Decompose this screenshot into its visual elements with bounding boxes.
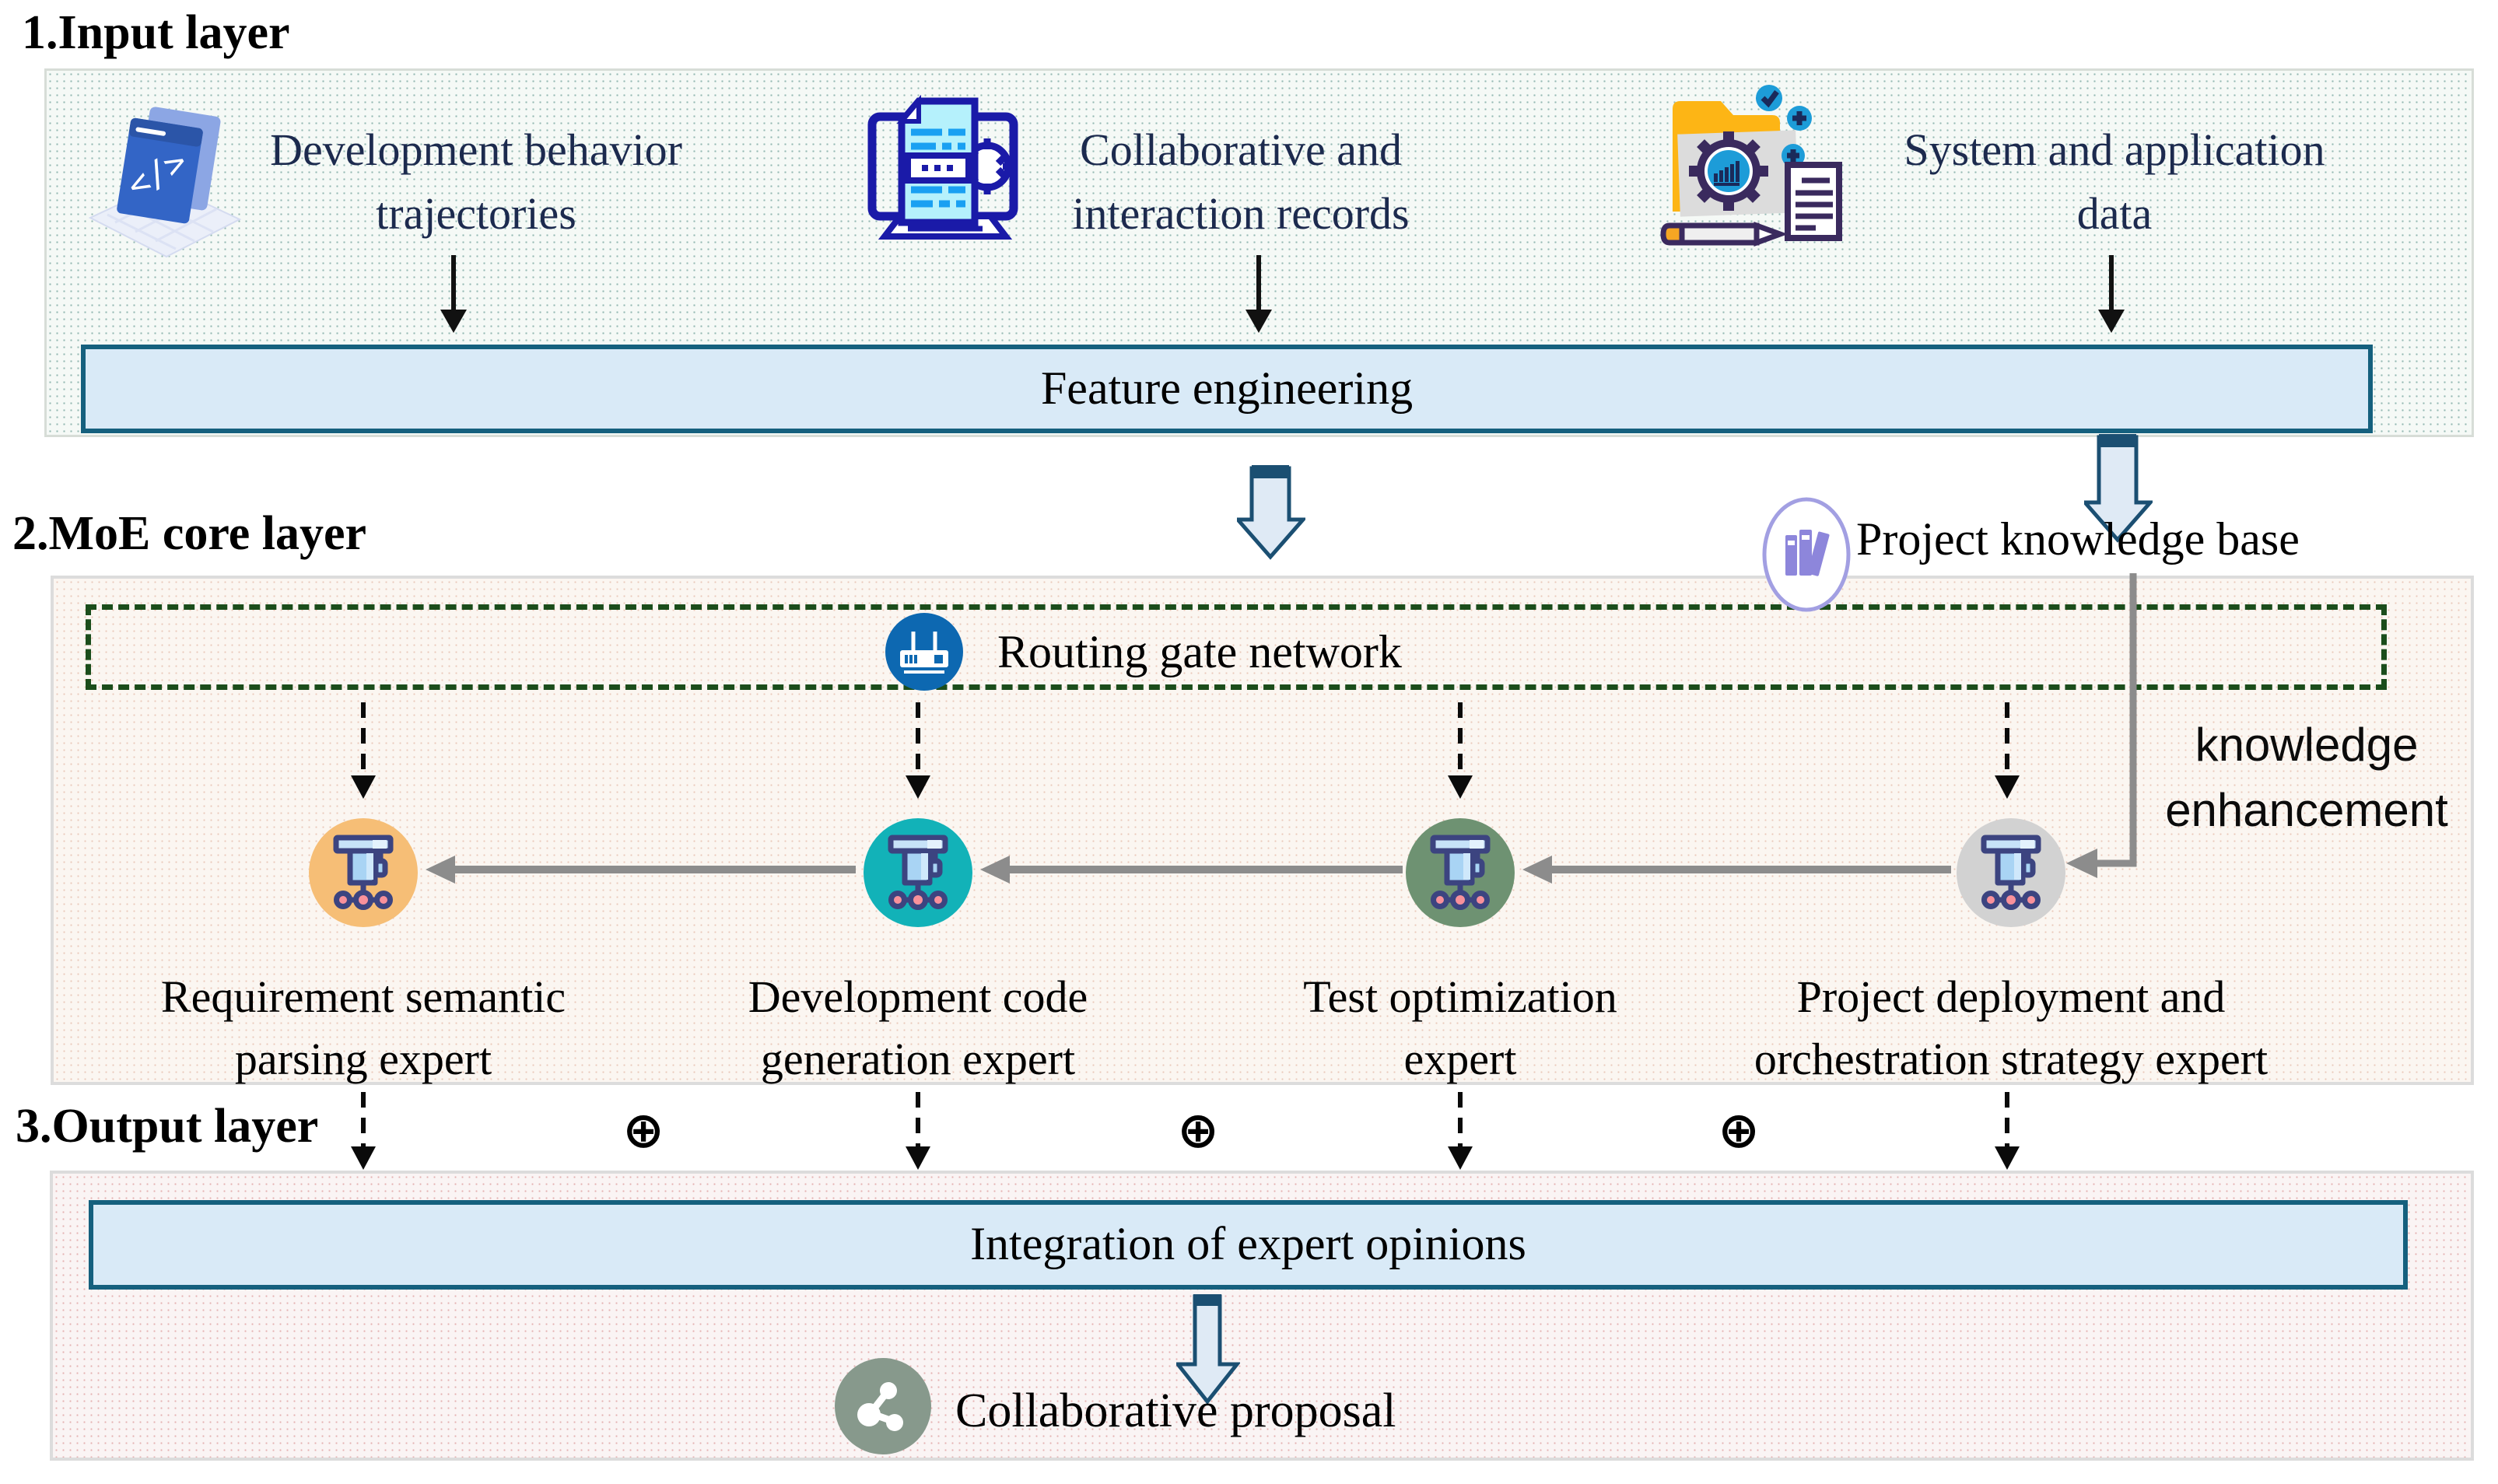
- folder-gear-chart-icon: [1655, 78, 1847, 254]
- expert-label-line1: Requirement semantic: [160, 971, 566, 1022]
- expert-label-line1: Test optimization: [1303, 971, 1617, 1022]
- share-icon: [835, 1358, 931, 1454]
- block-arrow-down-icon: [2084, 434, 2153, 544]
- dashed-arrow-down-icon: [902, 1092, 934, 1173]
- arrow-left-icon: [979, 852, 1403, 887]
- input-item-line2: data: [2076, 188, 2153, 239]
- knowledge-enhancement-line1: knowledge: [2195, 719, 2419, 771]
- feature-engineering-bar: Feature engineering: [81, 345, 2373, 433]
- input-item-line1: Development behavior: [270, 124, 682, 175]
- router-icon: [885, 613, 963, 691]
- input-item-line2: interaction records: [1072, 188, 1410, 239]
- knowledge-enhancement-label: knowledge enhancement: [2139, 712, 2474, 843]
- expert-robot-icon: [326, 830, 401, 915]
- expert-label: Requirement semantic parsing expert: [91, 966, 636, 1090]
- expert-label: Development code generation expert: [646, 966, 1190, 1090]
- arrow-down-icon: [438, 255, 469, 334]
- expert-label-line1: Project deployment and: [1796, 971, 2226, 1022]
- proposal-label: Collaborative proposal: [955, 1384, 1396, 1437]
- expert-robot-icon: [881, 830, 955, 915]
- expert-node: [1957, 818, 2065, 927]
- arrow-left-icon: [1521, 852, 1951, 887]
- expert-node: [309, 818, 418, 927]
- dashed-arrow-down-icon: [348, 1092, 379, 1173]
- knowledge-enhancement-connector: [2062, 573, 2156, 884]
- knowledge-enhancement-line2: enhancement: [2165, 784, 2448, 836]
- dashed-arrow-down-icon: [348, 702, 379, 802]
- laptop-code-icon: </>: [84, 100, 244, 260]
- arrow-down-icon: [2096, 255, 2127, 334]
- dashed-arrow-down-icon: [1992, 1092, 2023, 1173]
- knowledge-base-label: Project knowledge base: [1856, 513, 2300, 565]
- expert-label-line2: parsing expert: [234, 1034, 492, 1084]
- block-arrow-down-icon: [1176, 1294, 1240, 1406]
- dashed-arrow-down-icon: [1992, 702, 2023, 802]
- input-item-label: Collaborative and interaction records: [984, 118, 1498, 246]
- expert-node: [1406, 818, 1515, 927]
- expert-label-line2: generation expert: [760, 1034, 1076, 1084]
- arrow-down-icon: [1243, 255, 1274, 334]
- dashed-arrow-down-icon: [1445, 1092, 1476, 1173]
- expert-label: Test optimization expert: [1188, 966, 1732, 1090]
- merge-oplus-symbol: ⊕: [1177, 1102, 1219, 1160]
- output-layer-title: 3.Output layer: [16, 1100, 319, 1153]
- expert-label: Project deployment and orchestration str…: [1700, 966, 2322, 1090]
- input-layer-title: 1.Input layer: [22, 6, 290, 59]
- input-item-label: Development behavior trajectories: [219, 118, 733, 246]
- expert-robot-icon: [1423, 830, 1498, 915]
- dashed-arrow-down-icon: [1445, 702, 1476, 802]
- expert-node: [864, 818, 972, 927]
- block-arrow-down-icon: [1237, 465, 1305, 562]
- dashed-arrow-down-icon: [902, 702, 934, 802]
- merge-oplus-symbol: ⊕: [1718, 1102, 1760, 1160]
- knowledge-base-icon: [1761, 496, 1852, 613]
- routing-gate-label: Routing gate network: [997, 626, 1402, 677]
- input-item-label: System and application data: [1858, 118, 2371, 246]
- input-item-line2: trajectories: [376, 188, 576, 239]
- routing-gate-box: [86, 604, 2387, 690]
- expert-robot-icon: [1974, 830, 2048, 915]
- integration-bar: Integration of expert opinions: [89, 1200, 2408, 1290]
- monitor-document-gear-icon: [860, 92, 1031, 241]
- moe-core-layer-title: 2.MoE core layer: [12, 507, 367, 560]
- expert-label-line2: expert: [1403, 1034, 1517, 1084]
- expert-label-line1: Development code: [748, 971, 1088, 1022]
- merge-oplus-symbol: ⊕: [622, 1102, 664, 1160]
- arrow-left-icon: [424, 852, 856, 887]
- moe-core-layer-panel: [51, 576, 2474, 1085]
- input-item-line1: System and application: [1904, 124, 2325, 175]
- input-item-line1: Collaborative and: [1080, 124, 1402, 175]
- expert-label-line2: orchestration strategy expert: [1754, 1034, 2269, 1084]
